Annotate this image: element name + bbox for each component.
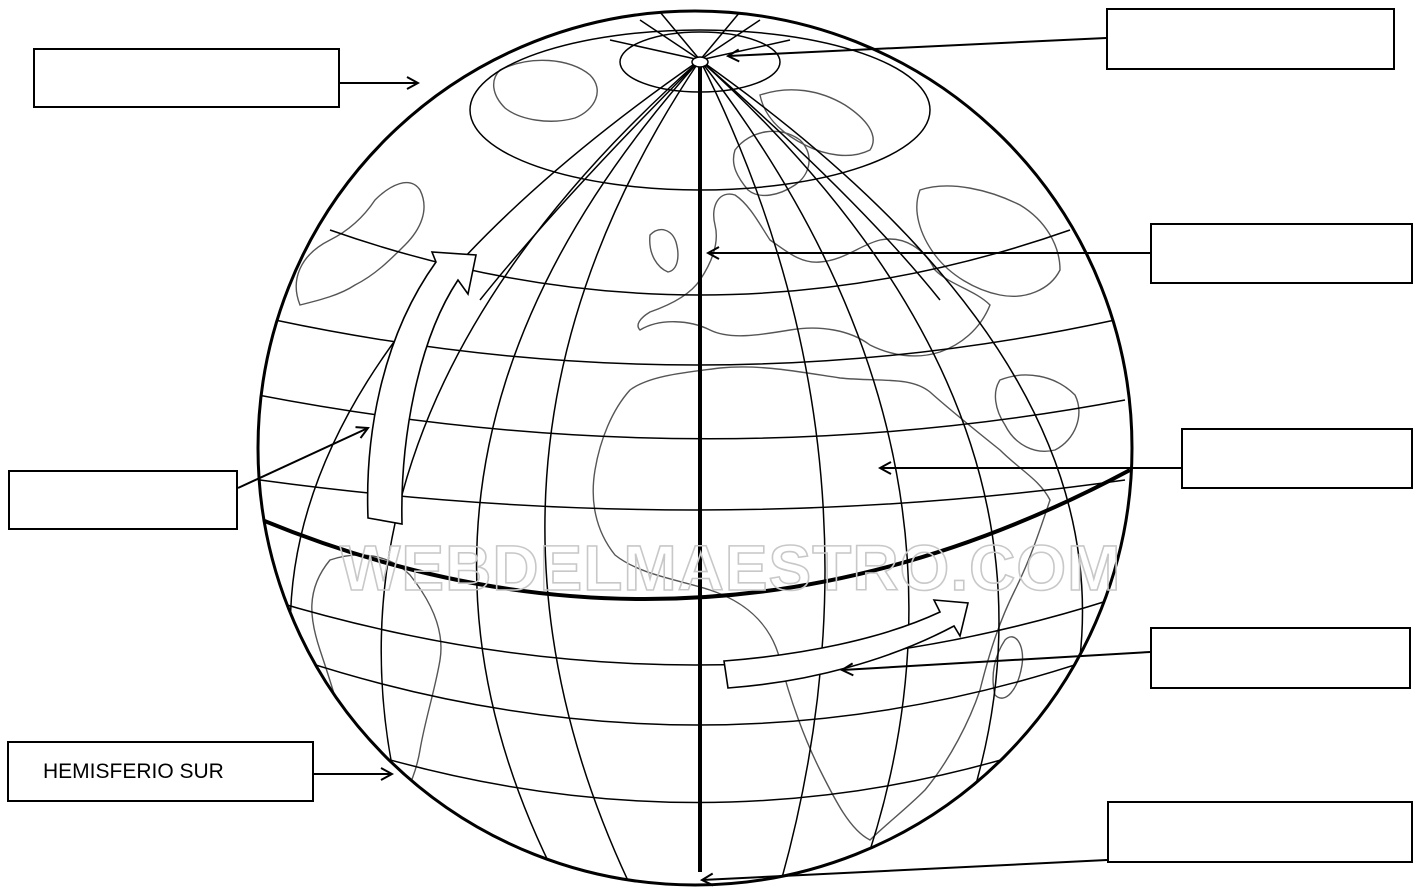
label-box-right-upper[interactable] <box>1150 223 1413 284</box>
europe-outline <box>638 194 990 356</box>
meridian-2 <box>545 60 700 885</box>
label-box-top-left[interactable] <box>33 48 340 108</box>
label-box-left-middle[interactable] <box>8 470 238 530</box>
label-box-hemisferio-sur-text: HEMISFERIO SUR <box>43 760 224 784</box>
meridian-3 <box>381 60 700 870</box>
americas-outline <box>296 183 424 305</box>
rotation-arrow-left <box>368 252 476 524</box>
label-box-top-right[interactable] <box>1106 8 1395 70</box>
meridian-8 <box>700 60 1083 800</box>
label-box-hemisferio-sur[interactable]: HEMISFERIO SUR <box>7 741 314 802</box>
pointer-arrow-8 <box>702 860 1107 880</box>
meridian-1 <box>477 60 700 885</box>
north-pole-dot <box>692 57 708 67</box>
label-box-right-lower[interactable] <box>1150 627 1411 689</box>
parallel-5 <box>270 600 1110 665</box>
meridian-10 <box>700 60 940 300</box>
continents <box>296 60 1079 840</box>
arctic-outline <box>760 90 873 156</box>
arabia-outline <box>995 375 1079 451</box>
britain-outline <box>650 230 678 272</box>
label-box-bottom-right[interactable] <box>1107 801 1413 863</box>
greenland-outline <box>494 60 598 121</box>
parallel-6 <box>300 660 1090 725</box>
label-box-right-middle[interactable] <box>1181 428 1413 489</box>
meridian-5 <box>700 60 825 885</box>
watermark-text: WEBDELMAESTRO.COM <box>340 532 1121 604</box>
parallel-7 <box>340 745 1050 803</box>
meridian-6 <box>700 60 909 880</box>
